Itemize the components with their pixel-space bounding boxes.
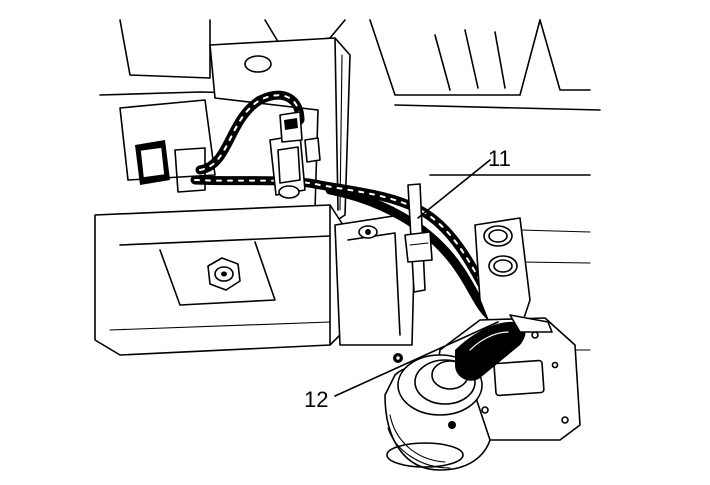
mounting-bracket <box>209 37 351 229</box>
callout-12-label: 12 <box>304 387 328 412</box>
hex-nut <box>207 257 241 291</box>
callout-11-label: 11 <box>488 146 511 171</box>
lower-bracket <box>334 214 416 346</box>
leader-line-12 <box>334 321 499 397</box>
electrical-connector-left <box>119 99 216 193</box>
sensor-actuator-assembly <box>384 314 581 471</box>
harness-connector <box>269 111 321 199</box>
leader-line-11 <box>417 159 491 219</box>
cable-clip <box>404 183 433 293</box>
leader-lines <box>334 159 499 397</box>
